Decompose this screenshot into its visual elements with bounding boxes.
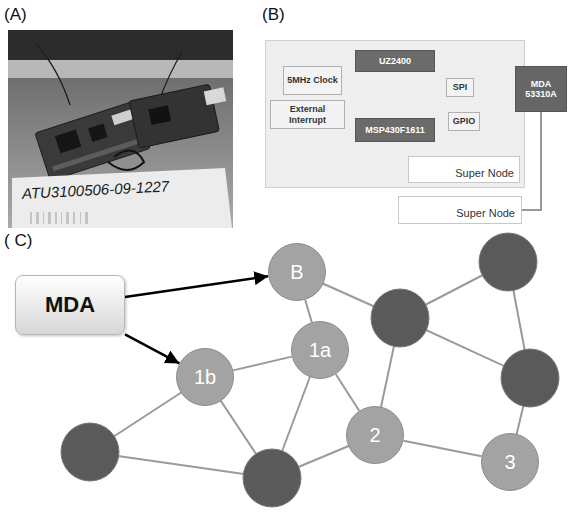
node-heading: Super Node	[408, 156, 520, 183]
analyzer-box: MDA 53310A	[515, 66, 567, 112]
connector	[305, 300, 312, 322]
node-label: 1a	[309, 339, 331, 362]
photo-usb-plug	[204, 87, 226, 105]
bus-box: SPI	[446, 78, 474, 97]
mesh-node-circle	[61, 423, 119, 481]
photo-sticker	[12, 168, 232, 228]
gpio-box: GPIO	[448, 112, 480, 131]
photo-bar	[43, 212, 44, 224]
mesh-node: 2	[346, 406, 404, 464]
super-node-box: Super Node	[398, 196, 522, 224]
photo-chip	[148, 105, 171, 125]
node-label: MDA 53310A	[516, 79, 566, 100]
node-label: Super Node	[456, 207, 515, 220]
connector	[403, 441, 481, 457]
photo-cable	[108, 151, 144, 170]
photo-connector	[111, 110, 133, 126]
photo-bar	[85, 212, 88, 224]
node-label: 5MHz Clock	[287, 75, 338, 85]
panel-letter: ( C)	[4, 232, 32, 251]
photo-pins	[52, 139, 139, 172]
node-label: GPIO	[453, 116, 476, 126]
photo-frame	[8, 30, 233, 228]
panel-letter: (A)	[4, 6, 27, 25]
mesh-node-circle	[243, 449, 301, 507]
photo-bar	[80, 212, 81, 224]
radio-chip-box: UZ2400	[355, 50, 435, 72]
node-label: 2	[369, 424, 380, 447]
node-label: UZ2400	[379, 56, 411, 66]
node-label: MDA	[45, 292, 95, 317]
node-label: External Interrupt	[271, 104, 344, 125]
photo-desk	[8, 78, 233, 228]
mesh-node-circle	[371, 289, 429, 347]
mcu-box: MSP430F1611	[355, 118, 435, 142]
photo-bar	[36, 212, 39, 224]
photo-bar	[55, 212, 57, 224]
node-label: MSP430F1611	[365, 125, 425, 135]
super-node-panel: Super Node UZ2400 5MHz ClockSPI External In…	[265, 40, 525, 188]
photo-monitor	[8, 30, 233, 60]
photo-board	[129, 81, 232, 148]
mesh-node: B	[268, 243, 326, 301]
photo-bar	[30, 212, 32, 224]
node-label: B	[290, 261, 303, 284]
photo-bezel	[8, 60, 233, 78]
connector	[125, 276, 268, 297]
panel-letter: (B)	[262, 6, 285, 25]
connector	[125, 334, 179, 363]
mesh-node-circle	[479, 233, 537, 291]
mesh-node: 1a	[291, 321, 349, 379]
analyzer-box: MDA	[15, 275, 125, 335]
node-label: 1b	[194, 366, 216, 389]
interrupt-box: External Interrupt	[270, 100, 345, 129]
photo-antenna	[36, 44, 70, 105]
connector	[233, 357, 292, 371]
clock-box: 5MHz Clock	[283, 66, 342, 95]
photo-chip	[55, 129, 81, 153]
mesh-node: 3	[481, 433, 539, 491]
photo-bar	[61, 212, 62, 224]
photo-barcode	[30, 212, 88, 224]
photo-bar	[73, 212, 75, 224]
node-label: 3	[504, 451, 515, 474]
mesh-node-circle	[501, 349, 559, 407]
mesh-plain-nodes	[61, 233, 559, 507]
node-label: SPI	[453, 82, 468, 92]
photo-chip	[88, 124, 108, 142]
mesh-node: 1b	[176, 348, 234, 406]
photo-bar	[66, 212, 69, 224]
connector	[336, 374, 359, 410]
photo-bar	[48, 212, 51, 224]
